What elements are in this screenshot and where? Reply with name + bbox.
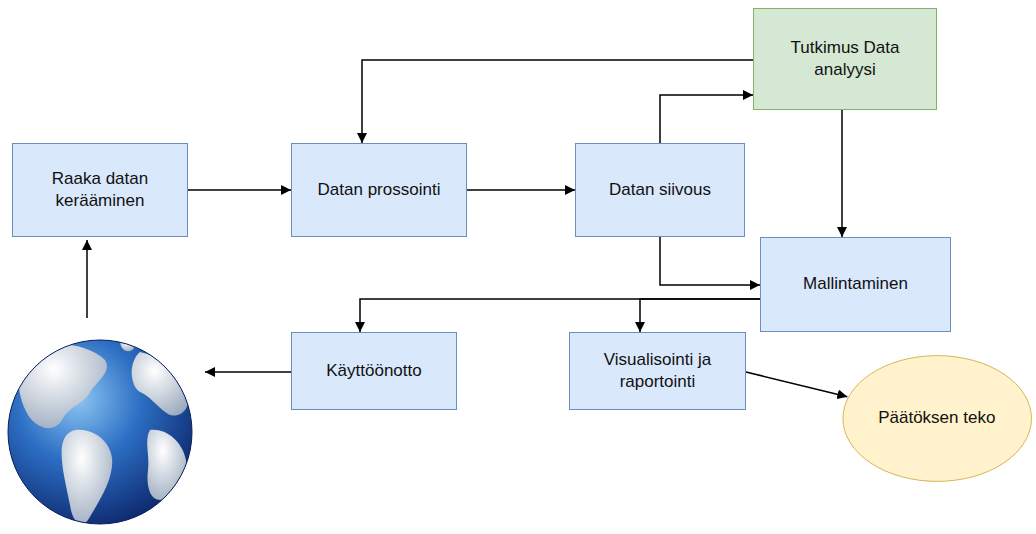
globe-illustration xyxy=(8,338,192,524)
node-label: Datan prossointi xyxy=(318,179,441,201)
node-label: Päätöksen teko xyxy=(878,407,995,429)
node-label: Datan siivous xyxy=(609,179,711,201)
flow-arrow xyxy=(188,189,291,191)
node-label: Raaka datan kerääminen xyxy=(24,168,176,212)
process-box: Käyttöönotto xyxy=(291,332,457,410)
node-label: Käyttöönotto xyxy=(326,360,421,382)
flow-arrow xyxy=(467,189,575,191)
process-box: Raaka datan kerääminen xyxy=(12,143,188,237)
node-label: Tutkimus Data analyysi xyxy=(765,37,925,81)
process-box: Mallintaminen xyxy=(760,237,951,332)
node-label: Mallintaminen xyxy=(803,273,908,295)
flow-arrow xyxy=(362,60,753,143)
decision-ellipse: Päätöksen teko xyxy=(842,355,1032,482)
flow-arrow xyxy=(360,299,760,332)
flow-arrow xyxy=(660,237,760,285)
node-label: Visualisointi ja raportointi xyxy=(581,349,734,393)
flow-arrow xyxy=(640,299,760,332)
analysis-box: Tutkimus Data analyysi xyxy=(753,8,937,110)
process-box: Datan siivous xyxy=(575,143,745,237)
deployment-to-globe-arrow xyxy=(205,371,291,373)
flow-arrow xyxy=(841,110,843,237)
globe-to-collection-arrow xyxy=(86,240,88,318)
process-box: Visualisointi ja raportointi xyxy=(569,332,746,410)
process-box: Datan prossointi xyxy=(291,143,467,237)
flow-arrow xyxy=(660,95,753,143)
flow-arrow xyxy=(746,372,847,397)
